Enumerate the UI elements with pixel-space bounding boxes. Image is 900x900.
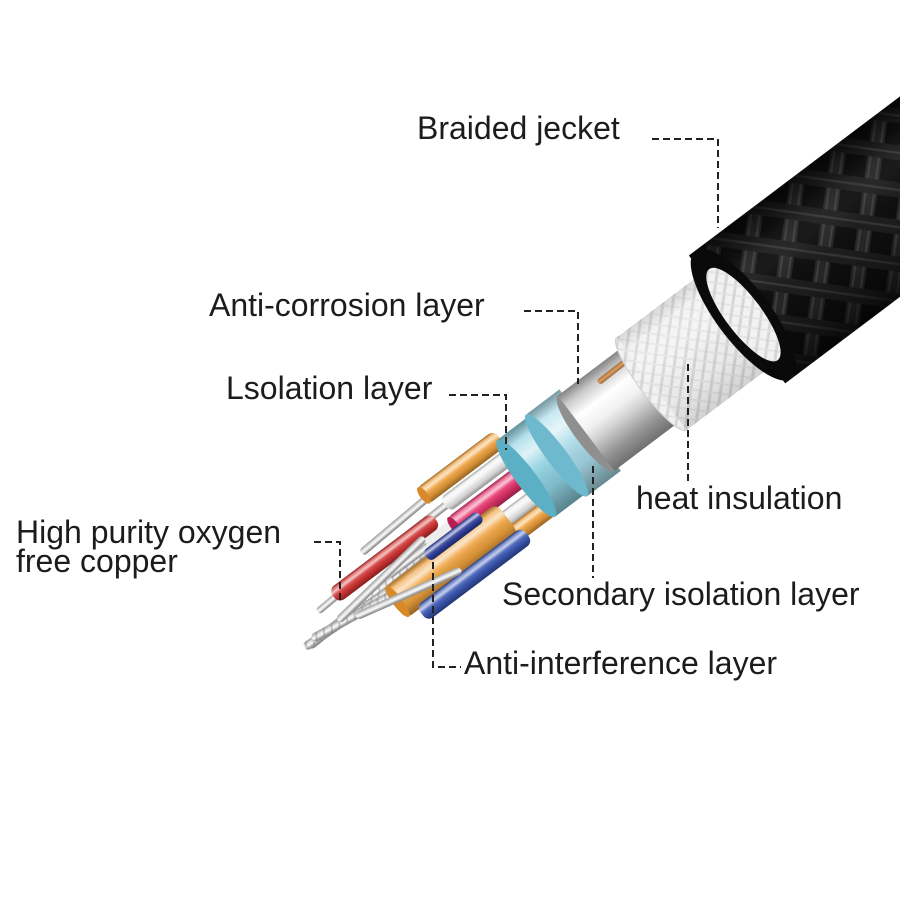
wire-dark-blue bbox=[424, 512, 483, 560]
label-isolation: Lsolation layer bbox=[226, 370, 433, 406]
cable-body bbox=[303, 74, 900, 650]
label-high-purity-copper: High purity oxygen free copper bbox=[16, 514, 282, 579]
braided-jacket-layer bbox=[688, 74, 900, 384]
stray-strand bbox=[336, 536, 426, 623]
sleeve-orange-top bbox=[417, 432, 503, 504]
leader-copper bbox=[314, 541, 341, 600]
label-high-purity-copper-line1: High purity oxygen bbox=[16, 514, 282, 550]
shield-cut-face bbox=[706, 267, 781, 362]
stray-strand bbox=[355, 567, 462, 619]
leader-isolation bbox=[449, 394, 507, 450]
secondary-isolation-layer bbox=[524, 389, 621, 497]
label-secondary-isolation: Secondary isolation layer bbox=[502, 576, 860, 612]
leader-lines bbox=[314, 138, 719, 668]
label-anti-interference: Anti-interference layer bbox=[464, 645, 778, 681]
label-high-purity-copper-line2: free copper bbox=[16, 543, 178, 579]
wire-red bbox=[331, 515, 439, 601]
wire-blue bbox=[418, 529, 531, 619]
label-braided-jacket: Braided jecket bbox=[417, 110, 620, 146]
leader-braided-jacket bbox=[652, 138, 719, 228]
leader-anti-interference bbox=[432, 562, 461, 668]
leader-anti-corrosion bbox=[524, 310, 579, 384]
label-anti-corrosion: Anti-corrosion layer bbox=[209, 287, 485, 323]
sleeve-white-top bbox=[442, 447, 518, 510]
label-heat-insulation: heat insulation bbox=[636, 480, 843, 516]
isolation-layer bbox=[496, 413, 591, 518]
